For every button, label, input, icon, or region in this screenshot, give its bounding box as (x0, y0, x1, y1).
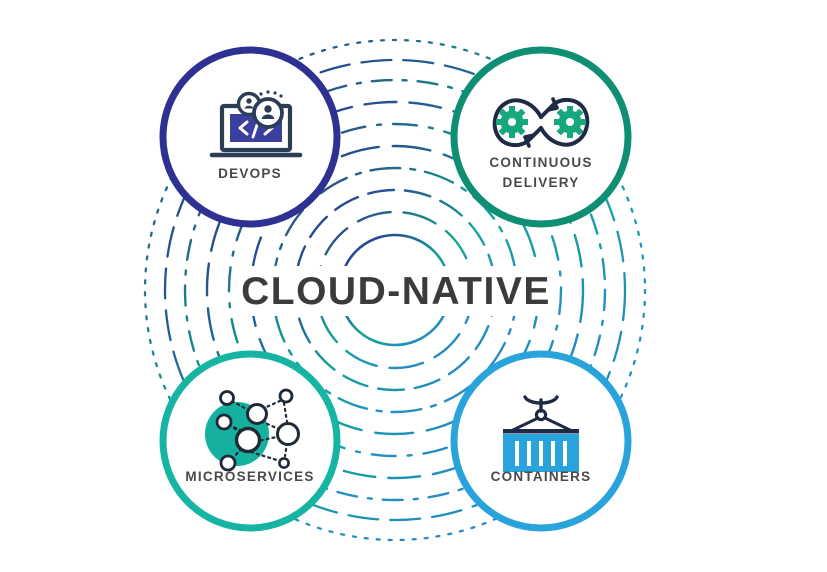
containers-circle-ring (450, 350, 632, 532)
page-title: CLOUD-NATIVE (241, 270, 551, 313)
ring-9 (163, 58, 627, 522)
cd-circle-ring (450, 46, 632, 228)
containers-label: CONTAINERS (491, 469, 592, 484)
node-containers[interactable]: CONTAINERS (450, 350, 632, 532)
center-title-group: CLOUD-NATIVE (241, 266, 551, 316)
ring-10 (143, 38, 647, 542)
shipping-container-crane-icon (503, 395, 579, 472)
center-title-backdrop (248, 266, 544, 316)
node-microservices[interactable]: MICROSERVICES (159, 350, 341, 532)
devops-label: DEVOPS (218, 166, 282, 181)
microservices-circle-ring (159, 350, 341, 532)
ring-8 (183, 78, 607, 502)
network-nodes-icon (205, 388, 300, 472)
laptop-code-users-icon (209, 90, 303, 158)
node-continuous-delivery[interactable]: CONTINUOUS DELIVERY (450, 46, 632, 228)
node-devops[interactable]: DEVOPS (159, 46, 341, 228)
ring-6 (227, 122, 563, 458)
cd-label-line-2: DELIVERY (502, 175, 579, 190)
cd-label-line-1: CONTINUOUS (489, 155, 592, 170)
devops-circle-ring (159, 46, 341, 228)
cd-circle-fill (454, 50, 628, 224)
ring-7 (205, 100, 585, 480)
microservices-label: MICROSERVICES (185, 469, 314, 484)
